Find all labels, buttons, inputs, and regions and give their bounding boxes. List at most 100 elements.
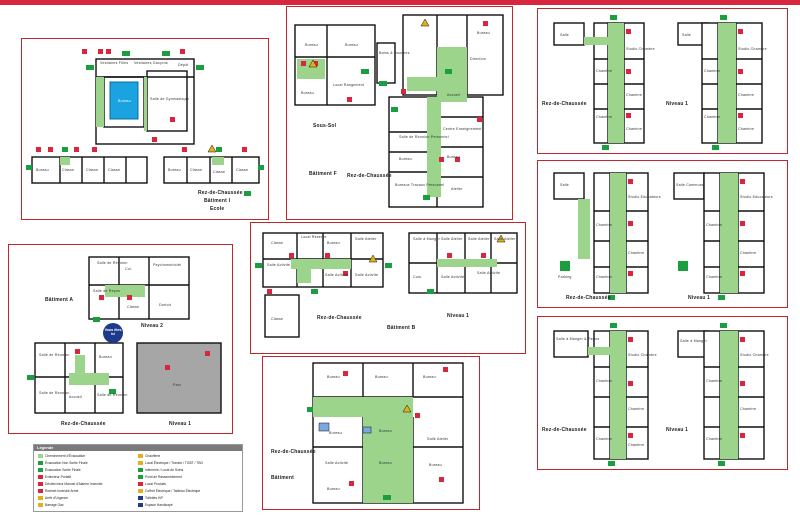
room-label: Classe — [271, 241, 284, 245]
room-label: Bureau — [327, 487, 340, 491]
room-label: Salle de Réunion — [39, 391, 70, 395]
room-label: Salle Atelier — [441, 237, 463, 241]
building-title: Bâtiment I — [204, 198, 231, 204]
room-label: Chambre — [706, 379, 723, 383]
room-label: Bureau — [118, 99, 131, 103]
room-label: Chambre — [628, 407, 645, 411]
floor-title: Rez-de-Chaussée — [61, 421, 106, 427]
room-label: Salle Atelier — [427, 437, 449, 441]
legend-item: Évacuation Non Sortie Finale — [38, 461, 88, 465]
room-label: Chambre — [706, 223, 723, 227]
floorplan-batiment-a — [27, 256, 222, 414]
legend-item: Extincteur Portatif — [38, 475, 71, 479]
school-title: Ecole — [210, 206, 225, 212]
room-label: Bureau — [477, 31, 490, 35]
room-label: Salle Activité — [325, 273, 349, 277]
legend-item: Barrage Gaz — [38, 503, 64, 507]
floorplan-right-top — [553, 15, 763, 150]
room-label: Chambre — [596, 275, 613, 279]
room-label: Studio Educateurs — [628, 195, 661, 199]
room-label: Bureau — [329, 431, 342, 435]
room-label: Chambre — [596, 115, 613, 119]
room-label: Bureau — [327, 375, 340, 379]
room-label: Chambre — [740, 251, 757, 255]
extinguisher-markers — [36, 49, 247, 152]
room-label: Direction — [470, 57, 486, 61]
room-label: Salle de Réunion — [97, 393, 128, 397]
room-label: Bureau — [423, 375, 436, 379]
legend-item: Toilettes H/F — [138, 496, 163, 500]
legend-item: Coffret Électrique / Tableau Électrique — [138, 489, 200, 493]
room-label: Chambre — [596, 223, 613, 227]
room-label: Chambre — [596, 437, 613, 441]
floor-title: Rez-de-Chaussée — [271, 449, 316, 455]
room-label: Classe — [236, 168, 249, 172]
room-label: Salle à Manger — [413, 237, 440, 241]
room-label: Salle Atelier — [468, 237, 490, 241]
you-are-here-badge: Vous êtes ici — [103, 323, 123, 343]
room-label: Accueil — [447, 93, 460, 97]
room-label: Salle Commune — [676, 183, 705, 187]
floor-title: Rez-de-Chaussée — [347, 173, 392, 179]
room-label: Studio Chambre — [740, 353, 769, 357]
legend-title: Légende — [34, 445, 242, 451]
room-label: Chambre — [740, 407, 757, 411]
room-label: Salle — [682, 33, 691, 37]
room-label: Psychomotricité — [153, 263, 182, 267]
room-label: Classe — [213, 170, 226, 174]
room-label: Parc — [173, 383, 182, 387]
floor-title: Niveau 1 — [688, 295, 711, 301]
legend-item: Déclencheur Manuel d'Alarme Incendie — [38, 482, 102, 486]
floorplan-batiment-b — [255, 232, 518, 338]
panel-batiment-a: Vous êtes ici Salle de Réunion Cui. Psyc… — [8, 244, 233, 434]
room-label: Bureau — [399, 157, 412, 161]
room-label: Salle Atelier — [355, 237, 377, 241]
building-title: Bâtiment — [271, 475, 294, 481]
floorplan-right-bot — [553, 323, 765, 466]
room-label: Salle — [560, 33, 569, 37]
floorplan-batiment-bottom — [307, 362, 464, 504]
legend-item: Local Électrique / Transfo / TGBT / TBG — [138, 461, 203, 465]
room-label: Chambre — [628, 251, 645, 255]
room-label: Chambre — [706, 437, 723, 441]
floor-title: Rez-de-Chaussée — [317, 315, 362, 321]
legend-item: Robinet Incendie Armé — [38, 489, 78, 493]
room-label: Salle de Gymnastique — [150, 97, 190, 101]
exit-signs — [26, 51, 264, 196]
floor-title: Rez-de-Chaussée — [566, 295, 611, 301]
room-label: Salle à Manger — [680, 339, 707, 343]
legend-item: Point de Rassemblement — [138, 475, 182, 479]
room-label: Chambre — [626, 127, 643, 131]
hazard-icon — [207, 144, 217, 153]
room-label: Salle Activité — [441, 275, 465, 279]
room-label: Classe — [108, 168, 121, 172]
floor-title: Niveau 1 — [169, 421, 192, 427]
panel-batiment-i: Vestiaires Filles Vestiaires Garçons Dép… — [21, 38, 269, 220]
room-label: Salle Activité — [477, 271, 501, 275]
parking-label: Parking — [558, 275, 572, 279]
room-label: Classe — [127, 305, 140, 309]
room-label: Bureau — [375, 375, 388, 379]
room-label: Studio Educateurs — [740, 195, 773, 199]
legend-item: Local Produits — [138, 482, 166, 486]
legend-item: Infirmerie / Local de Soins — [138, 468, 183, 472]
panel-right-mid: Salle Studio Educateurs Chambre Chambre … — [537, 160, 788, 308]
room-label: Bureau — [36, 168, 49, 172]
room-label: Chambre — [628, 443, 645, 447]
room-label: Local Réserve — [301, 235, 327, 239]
room-label: Studio Chambre — [738, 47, 767, 51]
room-label: Bureau — [379, 461, 392, 465]
room-label: Salle Activité — [325, 461, 349, 465]
floor-title: Rez-de-Chaussée — [542, 101, 587, 107]
room-label: Atelier — [451, 187, 463, 191]
building-title: Bâtiment A — [45, 297, 74, 303]
room-label: Accueil — [69, 395, 82, 399]
room-label: Chambre — [704, 69, 721, 73]
room-label: Chambre — [706, 275, 723, 279]
room-label: Bureaux Travaux Personnel — [395, 183, 445, 187]
room-label: Classe — [86, 168, 99, 172]
room-label: Cui. — [125, 267, 133, 271]
building-title: Bâtiment F — [309, 171, 337, 177]
room-label: Chambre — [626, 93, 643, 97]
legend-item: Chaufferie — [138, 454, 160, 458]
